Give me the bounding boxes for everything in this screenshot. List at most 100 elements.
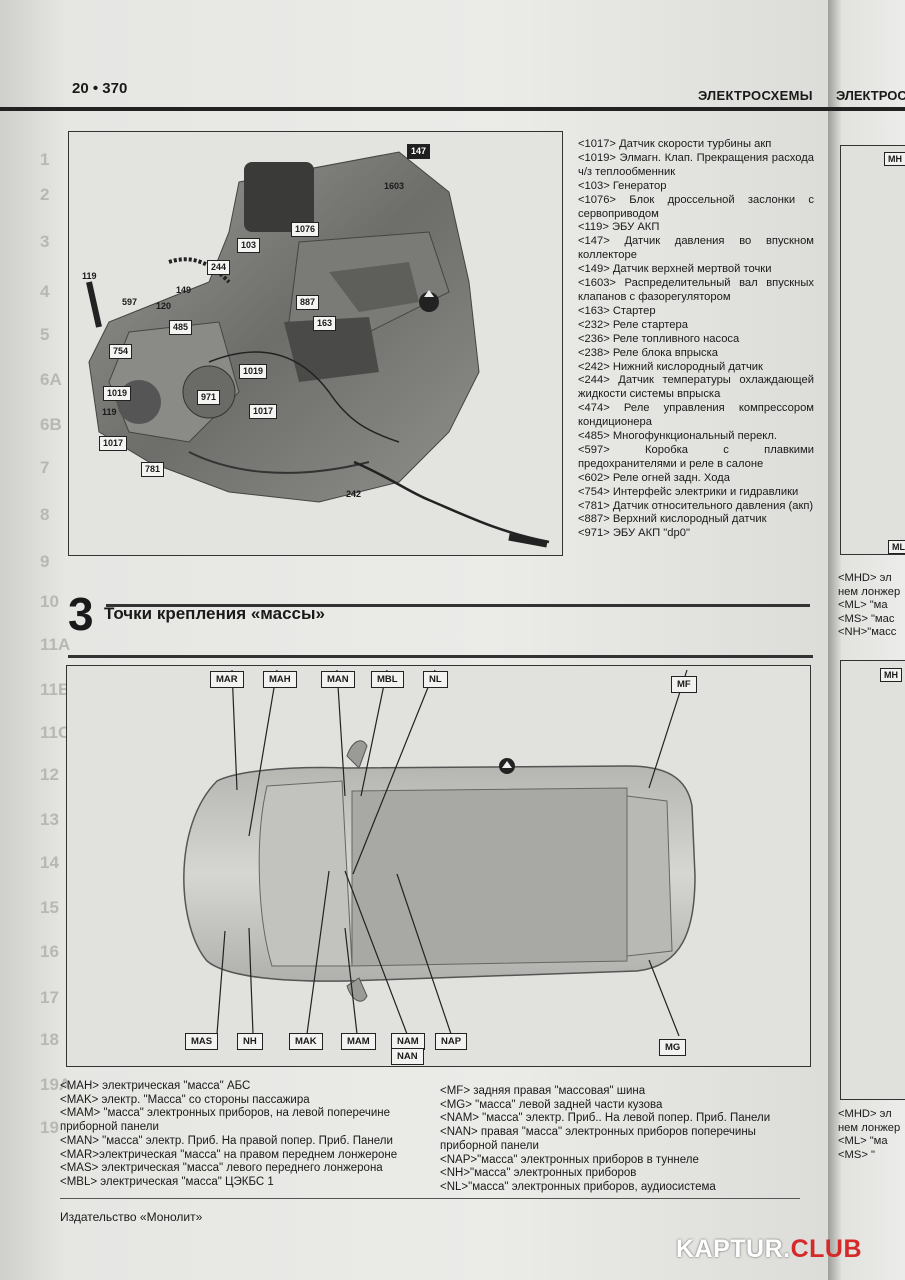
side-number: 13 xyxy=(40,810,59,829)
engine-legend-item: <232> Реле стартера xyxy=(578,318,688,331)
section-rule-bottom xyxy=(68,655,813,658)
side-number: 8 xyxy=(40,505,50,524)
adjacent-text-item: <MHD> эл xyxy=(838,572,892,584)
section-number: 3 xyxy=(68,588,94,640)
watermark-part-a: KAPTUR. xyxy=(676,1235,791,1263)
side-number: 19A xyxy=(40,1075,72,1094)
engine-tag-971: 971 xyxy=(197,390,221,405)
adjacent-text-item: <ML> "ма xyxy=(838,1135,888,1147)
engine-legend-item: <781> Датчик относительного давления (ак… xyxy=(578,499,814,512)
section-heading: Точки крепления «массы» xyxy=(104,604,325,623)
engine-legend-item: <602> Реле огней задн. Хода xyxy=(578,471,730,484)
engine-legend-item: <1076> Блок дроссельной заслонки с серво… xyxy=(578,193,814,220)
side-number: 12 xyxy=(40,765,59,784)
side-number: 4 xyxy=(40,282,50,301)
engine-tag-1019-a: 1019 xyxy=(103,386,132,401)
ground-legend-item: <MG> "масса" левой задней части кузова xyxy=(440,1098,663,1111)
ground-legend-item: <MAH> электрическая "масса" АБС xyxy=(60,1080,251,1092)
engine-legend-item: <163> Стартер xyxy=(578,304,656,317)
section-title: 3 Точки крепления «массы» xyxy=(68,588,813,640)
ground-legend-item: <MAR>электрическая "масса" на правом пер… xyxy=(60,1148,398,1161)
engine-tag-120: 120 xyxy=(156,301,172,311)
ground-label-mak: MAK xyxy=(289,1033,323,1050)
ground-label-mah: MAH xyxy=(263,671,297,688)
ground-label-nap: NAP xyxy=(435,1033,468,1050)
ground-label-nh: NH xyxy=(237,1033,263,1050)
adjacent-header-rule xyxy=(828,107,905,111)
car-top-view xyxy=(183,669,696,1037)
engine-tag-781: 781 xyxy=(141,462,165,477)
engine-tag-1017-a: 1017 xyxy=(249,404,278,419)
ground-legend-left: <MAH> электрическая "масса" АБС<MAK> эле… xyxy=(60,1080,420,1190)
watermark-part-b: CLUB xyxy=(790,1235,863,1263)
adjacent-tag-mh: MH xyxy=(884,152,905,166)
engine-illustration xyxy=(86,151,550,548)
side-number: 1 xyxy=(40,150,50,169)
side-number: 10 xyxy=(40,592,59,611)
side-number: 17 xyxy=(40,988,59,1007)
adjacent-text-item: нем лонжер xyxy=(838,1121,901,1134)
engine-tag-1019-b: 1019 xyxy=(239,364,268,379)
ground-label-nl: NL xyxy=(423,671,448,688)
footer-rule xyxy=(60,1198,800,1199)
adjacent-tag-mh-2: MH xyxy=(880,668,902,682)
side-number: 19 xyxy=(40,1118,59,1137)
publisher: Издательство «Монолит» xyxy=(60,1210,203,1224)
engine-legend-item: <147> Датчик давления во впускном коллек… xyxy=(578,235,814,262)
ground-legend-item: <MAM> "масса" электронных приборов, на л… xyxy=(60,1107,391,1134)
side-number: 16 xyxy=(40,942,59,961)
side-number: 18 xyxy=(40,1030,59,1049)
adjacent-tag-ml: ML xyxy=(888,540,905,554)
engine-tag-244: 244 xyxy=(207,260,231,275)
section-header: ЭЛЕКТРОСХЕМЫ xyxy=(698,88,813,103)
engine-tag-887: 887 xyxy=(296,295,320,310)
ground-legend-item: <NAP>"масса" электронных приборов в тунн… xyxy=(440,1153,699,1166)
adjacent-diagram-frame-2 xyxy=(840,660,905,1100)
engine-tag-485: 485 xyxy=(169,320,193,335)
ground-legend-item: <MBL> электрическая "масса" ЦЭКБС 1 xyxy=(60,1175,274,1188)
engine-tag-119-a: 119 xyxy=(82,271,97,281)
engine-tag-1603: 1603 xyxy=(384,181,405,191)
engine-legend-item: <119> ЭБУ АКП xyxy=(578,221,660,234)
side-number: 11C xyxy=(40,723,71,742)
adjacent-page-title: ЭЛЕКТРОСХЕ xyxy=(836,88,905,103)
engine-legend-item: <103> Генератор xyxy=(578,179,667,192)
engine-legend-item: <1603> Распределительный вал впускных кл… xyxy=(578,277,814,303)
adjacent-diagram-frame xyxy=(840,145,905,555)
ground-legend-item: <MAK> электр. "Масса" со стороны пассажи… xyxy=(60,1093,310,1106)
adjacent-text-item: <MS> "мас xyxy=(838,612,895,625)
engine-legend-item: <1019> Элмагн. Клап. Прекращения расхода… xyxy=(578,151,814,178)
engine-tag-119-b: 119 xyxy=(102,407,117,417)
engine-tag-103: 103 xyxy=(237,238,261,253)
ground-legend-item: <NL>"масса" электронных приборов, аудиос… xyxy=(440,1180,716,1193)
ground-label-mbl: MBL xyxy=(371,671,404,688)
engine-tag-242: 242 xyxy=(346,489,362,499)
engine-legend-item: <238> Реле блока впрыска xyxy=(578,346,718,359)
ground-label-mf: MF xyxy=(671,676,697,693)
ground-points-diagram: MAR MAH MAN MBL NL MF MAS NH MAK MAM NAM… xyxy=(66,665,811,1067)
header-rule xyxy=(0,107,828,111)
ground-label-mas: MAS xyxy=(185,1033,219,1050)
engine-tag-597: 597 xyxy=(122,297,138,307)
engine-legend-item: <754> Интерфейс электрики и гидравлики xyxy=(578,485,799,498)
engine-legend-item: <887> Верхний кислородный датчик xyxy=(578,513,767,526)
ground-legend-item: <MF> задняя правая "массовая" шина xyxy=(440,1085,646,1097)
engine-legend-item: <244> Датчик температуры охлаждающей жид… xyxy=(578,374,814,401)
ground-label-mam: MAM xyxy=(341,1033,376,1050)
engine-tag-163: 163 xyxy=(313,316,337,331)
ground-legend-item: <MAS> электрическая "масса" левого перед… xyxy=(60,1162,383,1175)
side-number: 9 xyxy=(40,552,50,571)
engine-tag-1076: 1076 xyxy=(291,222,320,237)
engine-legend-item: <149> Датчик верхней мертвой точки xyxy=(578,263,772,276)
engine-tag-754: 754 xyxy=(109,344,133,359)
side-number: 5 xyxy=(40,325,50,344)
side-number: 11B xyxy=(40,680,71,699)
ground-label-mar: MAR xyxy=(210,671,244,688)
engine-legend-item: <597> Коробка с плавкими предохранителям… xyxy=(578,443,814,470)
engine-legend-item: <971> ЭБУ АКП "dp0" xyxy=(578,527,690,540)
ground-legend-right: <MF> задняя правая "массовая" шина<MG> "… xyxy=(440,1085,810,1195)
engine-tag-149: 149 xyxy=(176,285,192,295)
watermark: KAPTUR.CLUB xyxy=(676,1235,862,1264)
